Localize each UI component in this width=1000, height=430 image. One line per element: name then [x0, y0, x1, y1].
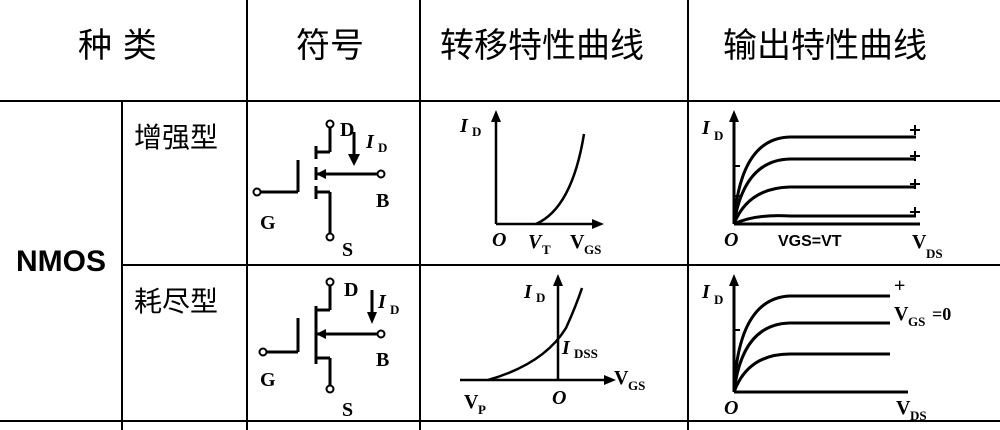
- vp-sub-label: P: [478, 402, 486, 417]
- axis-vgs-sub: GS: [628, 378, 645, 393]
- enhancement-transfer-curve: I D O V T V GS: [459, 110, 604, 257]
- header-output-curve: 输出特性曲线: [723, 26, 927, 66]
- axis-i-sub: D: [714, 128, 723, 143]
- vgs-equals-vt-label: VGS=VT: [778, 233, 842, 250]
- vgs-zero-eq: =0: [932, 304, 951, 324]
- subtype-enhancement: 增强型: [134, 121, 219, 154]
- idss-sub-label: DSS: [574, 346, 598, 361]
- drain-label: D: [340, 119, 354, 141]
- gate-label: G: [260, 212, 276, 234]
- header-transfer-curve: 转移特性曲线: [440, 26, 644, 66]
- axis-i-label: I: [701, 281, 711, 303]
- depletion-transfer-curve: I D I DSS O V P V GS: [460, 274, 645, 417]
- axis-i-label: I: [701, 117, 711, 139]
- depletion-nmos-symbol: D I D G B S: [258, 277, 399, 420]
- header-category: 种 类: [78, 26, 157, 66]
- axis-i-sub: D: [472, 124, 481, 139]
- source-label: S: [342, 399, 353, 420]
- origin-label: O: [724, 229, 738, 251]
- gate-label: G: [260, 369, 276, 391]
- source-label: S: [342, 239, 353, 261]
- type-nmos-label: NMOS: [16, 245, 106, 278]
- origin-label: O: [724, 397, 738, 419]
- origin-label: O: [492, 229, 506, 251]
- axis-vgs-label: V: [570, 231, 585, 253]
- vt-sub-label: T: [542, 242, 551, 257]
- idss-i-label: I: [561, 337, 571, 359]
- axis-i-label: I: [459, 115, 469, 137]
- current-sub-label: D: [390, 302, 399, 317]
- depletion-output-curves: I D + V GS =0 O V DS: [701, 274, 951, 420]
- current-i-label: I: [365, 131, 375, 153]
- axis-vgs-sub: GS: [584, 242, 601, 257]
- vp-v-label: V: [464, 391, 479, 413]
- axis-vds-label: V: [912, 231, 927, 253]
- axis-vgs-label: V: [614, 367, 629, 389]
- vt-v-label: V: [528, 231, 543, 253]
- vgs-zero-sub: GS: [908, 314, 925, 329]
- enhancement-output-curves: I D O VGS=VT V DS: [701, 110, 943, 261]
- drain-label: D: [344, 279, 358, 301]
- origin-label: O: [552, 387, 566, 409]
- header-symbol: 符号: [296, 26, 364, 66]
- vgs-zero-v-label: V: [894, 303, 909, 325]
- axis-i-label: I: [523, 281, 533, 303]
- plus-sign: +: [894, 275, 905, 297]
- current-i-label: I: [377, 291, 387, 313]
- current-sub-label: D: [378, 140, 387, 155]
- axis-i-sub: D: [714, 292, 723, 307]
- axis-i-sub: D: [536, 290, 545, 305]
- axis-vds-sub: DS: [910, 408, 927, 420]
- body-label: B: [376, 349, 389, 371]
- axis-vds-sub: DS: [926, 246, 943, 261]
- axis-vds-label: V: [896, 397, 911, 419]
- subtype-depletion: 耗尽型: [134, 285, 219, 318]
- enhancement-nmos-symbol: D I D G B S: [252, 119, 389, 261]
- body-label: B: [376, 190, 389, 212]
